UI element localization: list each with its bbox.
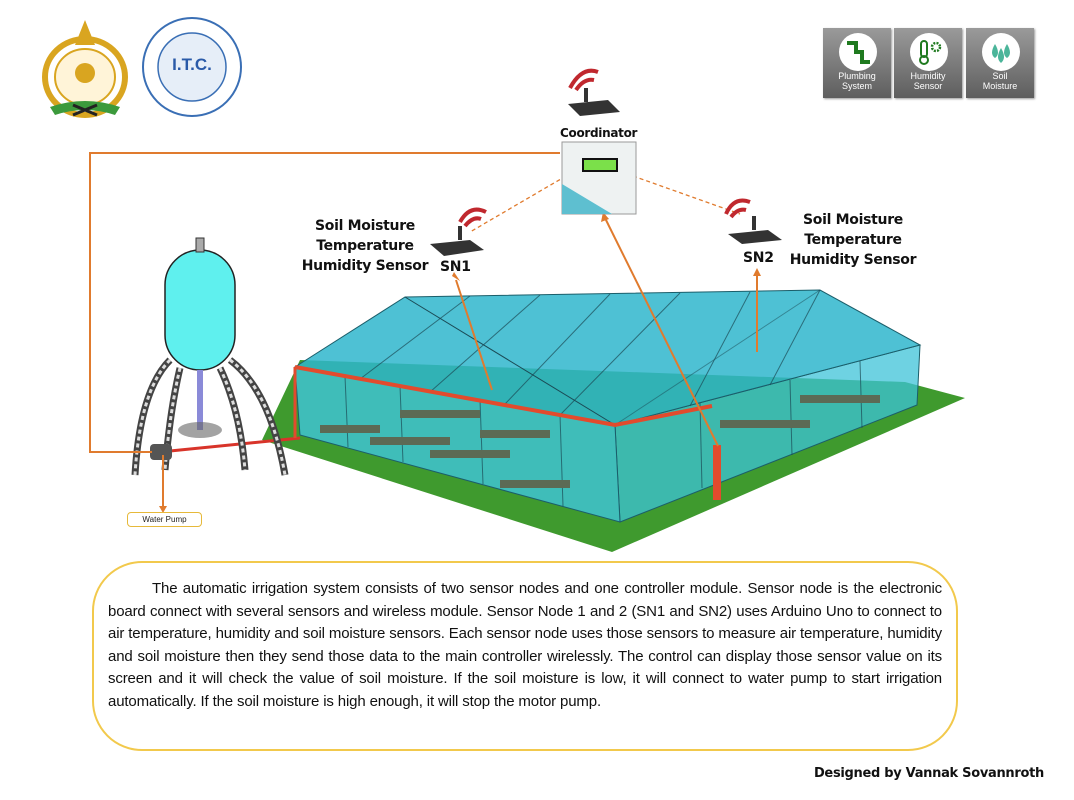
irrigation-diagram: [89, 68, 965, 552]
tile-label: System: [841, 81, 872, 91]
pipe-icon: [847, 41, 870, 64]
water-pump-icon: [150, 444, 172, 460]
sn2-label: SN2: [743, 250, 774, 266]
description-box: The automatic irrigation system consists…: [92, 561, 958, 751]
sn1-sensor-label: Soil Moisture Temperature Humidity Senso…: [290, 216, 440, 276]
itc-logo: I.T.C.: [142, 17, 242, 117]
sensor-line: Temperature: [316, 238, 414, 254]
water-tank: [131, 237, 289, 476]
designer-credit: Designed by Vannak Sovannroth: [813, 766, 1044, 781]
coordinator-antenna-icon: [568, 68, 620, 116]
sensor-line: Soil Moisture: [314, 218, 415, 234]
coordinator-label: Coordinator: [560, 126, 638, 140]
thermometer-gear-icon: [919, 40, 942, 65]
coordinator-controller: [561, 141, 637, 215]
tile-label: Soil: [992, 71, 1008, 81]
sensor-line: Temperature: [804, 232, 902, 248]
tile-label: Moisture: [982, 81, 1018, 91]
svg-text:I.T.C.: I.T.C.: [172, 55, 212, 74]
sn2-sensor-label: Soil Moisture Temperature Humidity Senso…: [778, 210, 928, 270]
water-drops-icon: [992, 44, 1010, 63]
coordinator-pump-wire: [89, 152, 560, 453]
sensor-line: Soil Moisture: [802, 212, 903, 228]
plant-beds: [320, 395, 880, 488]
sensor-line: Humidity Sensor: [301, 258, 429, 274]
sn1-label: SN1: [440, 259, 471, 275]
sn1-antenna-icon: [430, 207, 487, 256]
description-text: The automatic irrigation system consists…: [108, 580, 942, 710]
tile-label: Plumbing: [838, 71, 876, 81]
wireless-link-sn2: [632, 175, 741, 215]
royal-emblem-logo: [42, 20, 128, 118]
sn2-antenna-icon: [724, 198, 782, 244]
tile-label: Sensor: [913, 81, 943, 91]
sensor-line: Humidity Sensor: [789, 252, 917, 268]
tile-label: Humidity: [910, 71, 946, 81]
wireless-link-sn1: [469, 175, 567, 233]
water-pump-label: Water Pump: [127, 512, 202, 527]
